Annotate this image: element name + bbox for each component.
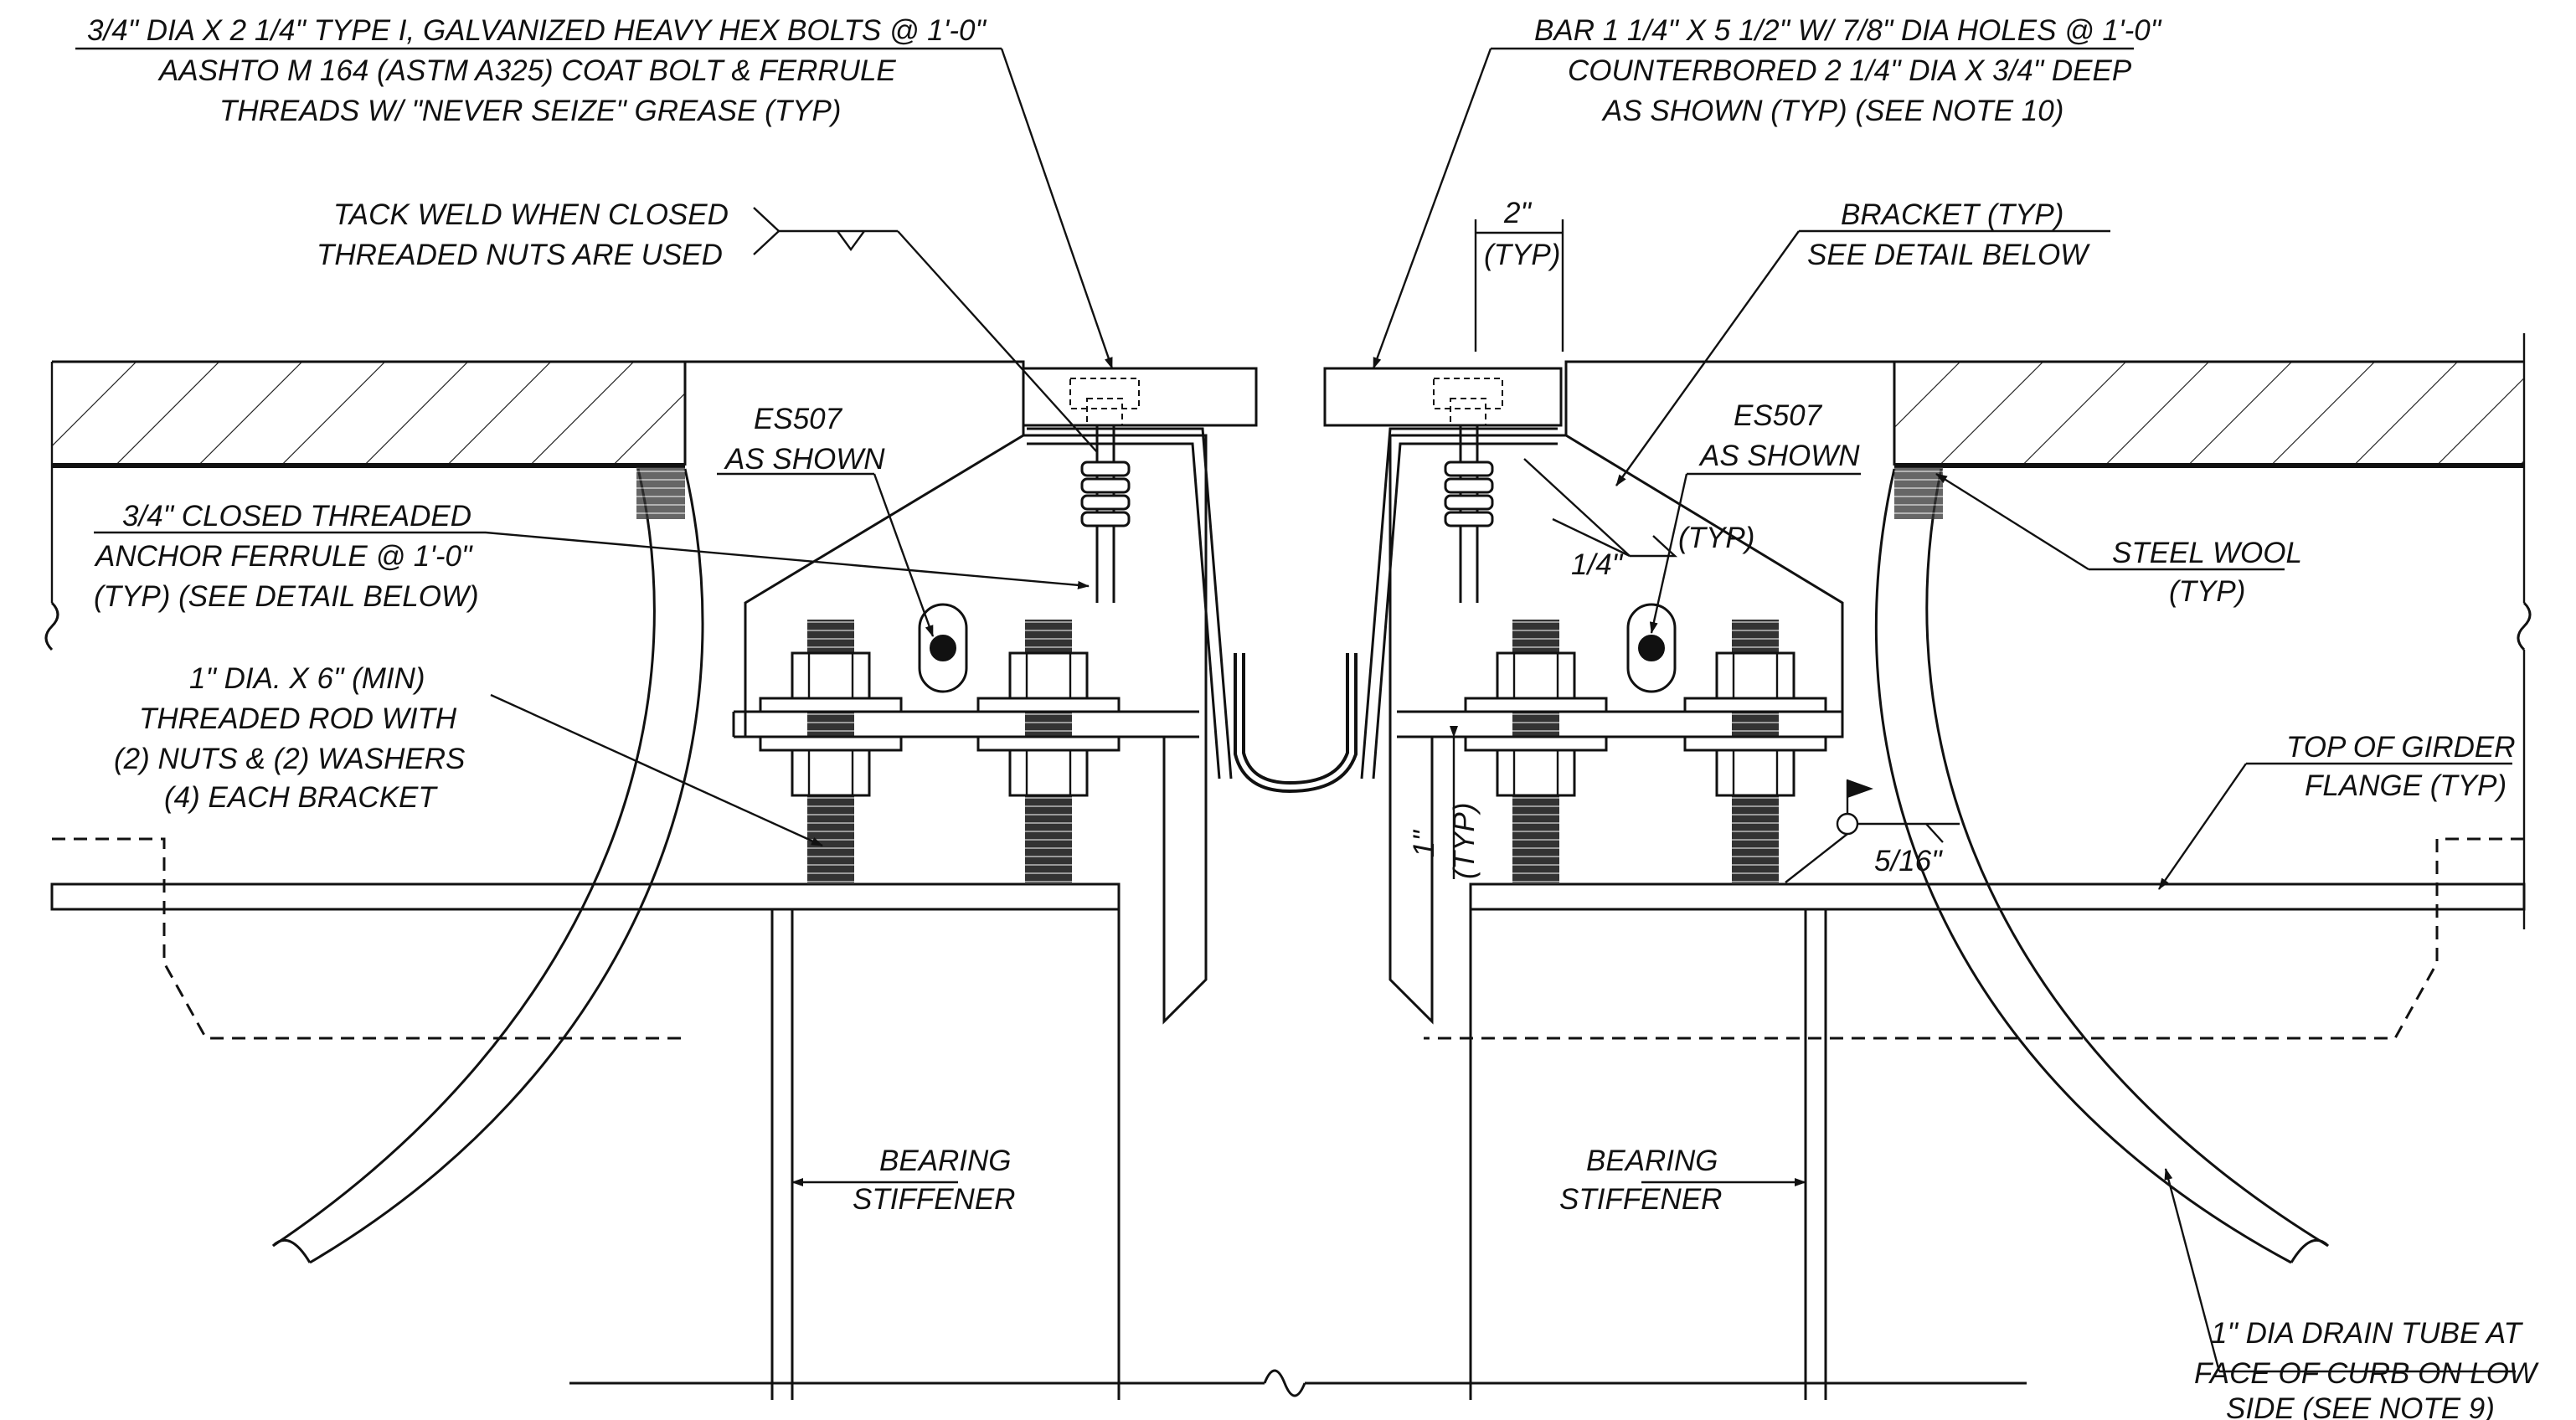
note-es507-left: ES507 AS SHOWN (724, 403, 885, 476)
note-bracket-line-1: BRACKET (TYP) (1841, 198, 2063, 231)
drain-tube-line-1: 1" DIA DRAIN TUBE AT (2211, 1317, 2524, 1350)
girder-flange-left (50, 837, 1121, 1040)
threaded-rod-1 (759, 620, 903, 884)
girder-flange-right (1424, 837, 2526, 1040)
note-tack-weld-line-2: THREADED NUTS ARE USED (317, 239, 723, 271)
drain-tube-line-2: FACE OF CURB ON LOW (2194, 1357, 2539, 1390)
note-threaded-rod: 1" DIA. X 6" (MIN) THREADED ROD WITH (2)… (114, 662, 465, 814)
note-bolts-line-1: 3/4" DIA X 2 1/4" TYPE I, GALVANIZED HEA… (87, 14, 987, 47)
deck-slab-right (1893, 360, 2524, 468)
note-bearing-right: BEARING STIFFENER (1559, 1145, 1722, 1216)
anchor-ferrule-right (1444, 425, 1494, 603)
note-drain-tube: 1" DIA DRAIN TUBE AT FACE OF CURB ON LOW… (2194, 1317, 2539, 1420)
top-of-girder-line-1: TOP OF GIRDER (2286, 731, 2516, 764)
weld-quarter-typ: (TYP) (1678, 522, 1754, 554)
deck-slab-left (52, 360, 687, 468)
note-ferrule-line-2: ANCHOR FERRULE @ 1'-0" (94, 540, 473, 573)
threaded-rod-line-4: (4) EACH BRACKET (164, 781, 438, 814)
note-bar: BAR 1 1/4" X 5 1/2" W/ 7/8" DIA HOLES @ … (1534, 14, 2162, 127)
note-ferrule: 3/4" CLOSED THREADED ANCHOR FERRULE @ 1'… (94, 500, 479, 613)
bearing-right-line-1: BEARING (1586, 1145, 1718, 1177)
note-dim-1in: 1" (TYP) (1408, 803, 1481, 879)
es507-right-line-1: ES507 (1734, 399, 1823, 432)
bearing-left-line-2: STIFFENER (853, 1183, 1015, 1216)
steel-bar-right (1323, 367, 1563, 427)
threaded-rod-4 (1683, 620, 1827, 884)
note-bar-line-1: BAR 1 1/4" X 5 1/2" W/ 7/8" DIA HOLES @ … (1534, 14, 2162, 47)
bearing-stiffener-left (770, 909, 1121, 1400)
steel-wool-line-1: STEEL WOOL (2112, 537, 2302, 569)
dimension-1in (1417, 726, 1474, 879)
note-ferrule-line-1: 3/4" CLOSED THREADED (122, 500, 471, 532)
slotted-hole-right (1626, 603, 1677, 693)
steel-wool-line-2: (TYP) (2169, 575, 2245, 608)
note-steel-wool: STEEL WOOL (TYP) (2112, 537, 2302, 608)
note-bearing-left: BEARING STIFFENER (853, 1145, 1015, 1216)
dim-2in-value: 2" (1503, 197, 1532, 229)
note-bolts-line-2: AASHTO M 164 (ASTM A325) COAT BOLT & FER… (157, 54, 896, 87)
note-top-of-girder: TOP OF GIRDER FLANGE (TYP) (2286, 731, 2516, 802)
note-tack-weld: TACK WELD WHEN CLOSED THREADED NUTS ARE … (317, 198, 729, 271)
leader-lines (75, 47, 2516, 1373)
note-es507-right: ES507 AS SHOWN (1698, 399, 1860, 472)
bearing-stiffener-right (1469, 909, 1827, 1400)
note-weld-5-16: 5/16" (1874, 845, 1943, 877)
bearing-left-line-1: BEARING (879, 1145, 1012, 1177)
note-bolts: 3/4" DIA X 2 1/4" TYPE I, GALVANIZED HEA… (87, 14, 987, 127)
anchor-ferrule-left (1080, 425, 1131, 603)
threaded-rod-line-1: 1" DIA. X 6" (MIN) (189, 662, 425, 695)
top-of-girder-line-2: FLANGE (TYP) (2305, 769, 2506, 802)
note-dim-2in: 2" (TYP) (1484, 197, 1560, 271)
note-ferrule-line-3: (TYP) (SEE DETAIL BELOW) (94, 580, 479, 613)
es507-left-line-1: ES507 (754, 403, 843, 435)
dimension-2in (1474, 219, 1564, 352)
threaded-rod-line-3: (2) NUTS & (2) WASHERS (114, 743, 465, 775)
tack-weld-symbol (753, 207, 898, 255)
weld-quarter-value: 1/4" (1571, 548, 1624, 581)
note-bar-line-2: COUNTERBORED 2 1/4" DIA X 3/4" DEEP (1568, 54, 2132, 87)
note-tack-weld-line-1: TACK WELD WHEN CLOSED (333, 198, 729, 231)
drain-tube-right (1874, 467, 2330, 1264)
es507-left-line-2: AS SHOWN (724, 443, 885, 476)
drain-tube-left (271, 467, 704, 1264)
strip-seal (1027, 427, 1558, 794)
dim-2in-typ: (TYP) (1484, 239, 1560, 271)
note-weld-quarter: 1/4" (TYP) (1571, 522, 1754, 581)
dim-1in-value: 1" (1408, 830, 1440, 857)
threaded-rod-2 (976, 620, 1121, 884)
weld-5-16-value: 5/16" (1874, 845, 1943, 877)
dim-1in-typ: (TYP) (1448, 803, 1481, 879)
note-bolts-line-3: THREADS W/ "NEVER SEIZE" GREASE (TYP) (219, 95, 841, 127)
threaded-rod-3 (1464, 620, 1608, 884)
note-bar-line-3: AS SHOWN (TYP) (SEE NOTE 10) (1601, 95, 2063, 127)
note-bracket: BRACKET (TYP) SEE DETAIL BELOW (1807, 198, 2090, 271)
threaded-rod-line-2: THREADED ROD WITH (139, 702, 457, 735)
weld-symbol-quarter (1523, 458, 1678, 558)
es507-right-line-2: AS SHOWN (1698, 440, 1860, 472)
weld-symbol-5-16 (1785, 779, 1960, 883)
drain-tube-line-3: SIDE (SEE NOTE 9) (2226, 1392, 2495, 1420)
note-bracket-line-2: SEE DETAIL BELOW (1807, 239, 2090, 271)
bearing-right-line-2: STIFFENER (1559, 1183, 1722, 1216)
steel-bar-left (1022, 367, 1258, 427)
break-lines (44, 333, 2532, 1397)
